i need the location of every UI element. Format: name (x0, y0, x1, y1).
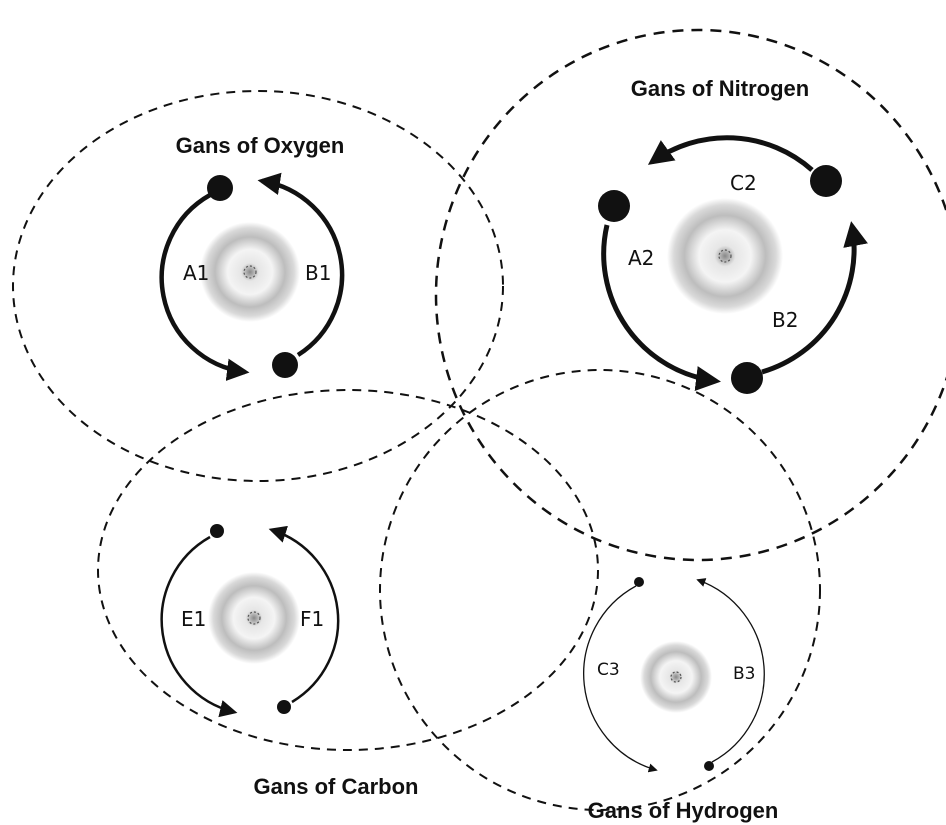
carbon-boundary (97, 389, 599, 751)
oxygen-orbit-left-arrow (159, 193, 250, 381)
hydrogen-group: C3 B3 Gans of Hydrogen (583, 577, 779, 823)
nitrogen-electron-top-right (810, 165, 842, 197)
hydrogen-electron-bottom (704, 761, 714, 771)
carbon-orbit-right-arrow (268, 525, 340, 704)
carbon-title: Gans of Carbon (253, 774, 418, 799)
carbon-nucleus-halo (208, 572, 300, 664)
hydrogen-title: Gans of Hydrogen (588, 798, 779, 823)
oxygen-right-label: B1 (305, 261, 331, 285)
hydrogen-left-label: C3 (597, 660, 620, 680)
hydrogen-nucleus-core (670, 671, 682, 683)
oxygen-electron-bottom (272, 352, 298, 378)
carbon-electron-bottom (277, 700, 291, 714)
nitrogen-electron-left (598, 190, 630, 222)
nitrogen-electron-bottom (731, 362, 763, 394)
carbon-electron-top (210, 524, 224, 538)
nitrogen-orbit-top-arrow (647, 135, 814, 172)
nitrogen-group: C2 A2 B2 Gans of Nitrogen (598, 76, 868, 394)
carbon-left-label: E1 (181, 607, 206, 631)
hydrogen-orbit-right-arrow (696, 578, 765, 763)
hydrogen-nucleus-halo (640, 641, 712, 713)
carbon-orbit-left-arrow (160, 535, 238, 718)
carbon-nucleus-core (247, 611, 261, 625)
nitrogen-top-label: C2 (730, 171, 757, 195)
nitrogen-left-label: A2 (628, 246, 654, 270)
carbon-group: E1 F1 Gans of Carbon (160, 524, 419, 799)
nitrogen-title: Gans of Nitrogen (631, 76, 809, 101)
oxygen-title: Gans of Oxygen (176, 133, 345, 158)
oxygen-boundary (12, 90, 504, 482)
hydrogen-boundary (379, 369, 821, 811)
nitrogen-right-label: B2 (772, 308, 798, 332)
hydrogen-electron-top (634, 577, 644, 587)
hydrogen-right-label: B3 (733, 664, 755, 684)
nitrogen-orbit-left-arrow (601, 224, 721, 391)
oxygen-electron-top (207, 175, 233, 201)
oxygen-left-label: A1 (183, 261, 209, 285)
carbon-right-label: F1 (300, 607, 324, 631)
oxygen-group: A1 B1 Gans of Oxygen (159, 133, 345, 381)
oxygen-nucleus-halo (200, 222, 300, 322)
nitrogen-boundary (434, 28, 946, 562)
nitrogen-nucleus-halo (667, 198, 783, 314)
hydrogen-orbit-left-arrow (583, 585, 658, 773)
nitrogen-orbit-right-arrow (761, 221, 868, 375)
nitrogen-nucleus-core (718, 249, 732, 263)
oxygen-nucleus-core (243, 265, 257, 279)
oxygen-orbit-right-arrow (257, 172, 345, 357)
